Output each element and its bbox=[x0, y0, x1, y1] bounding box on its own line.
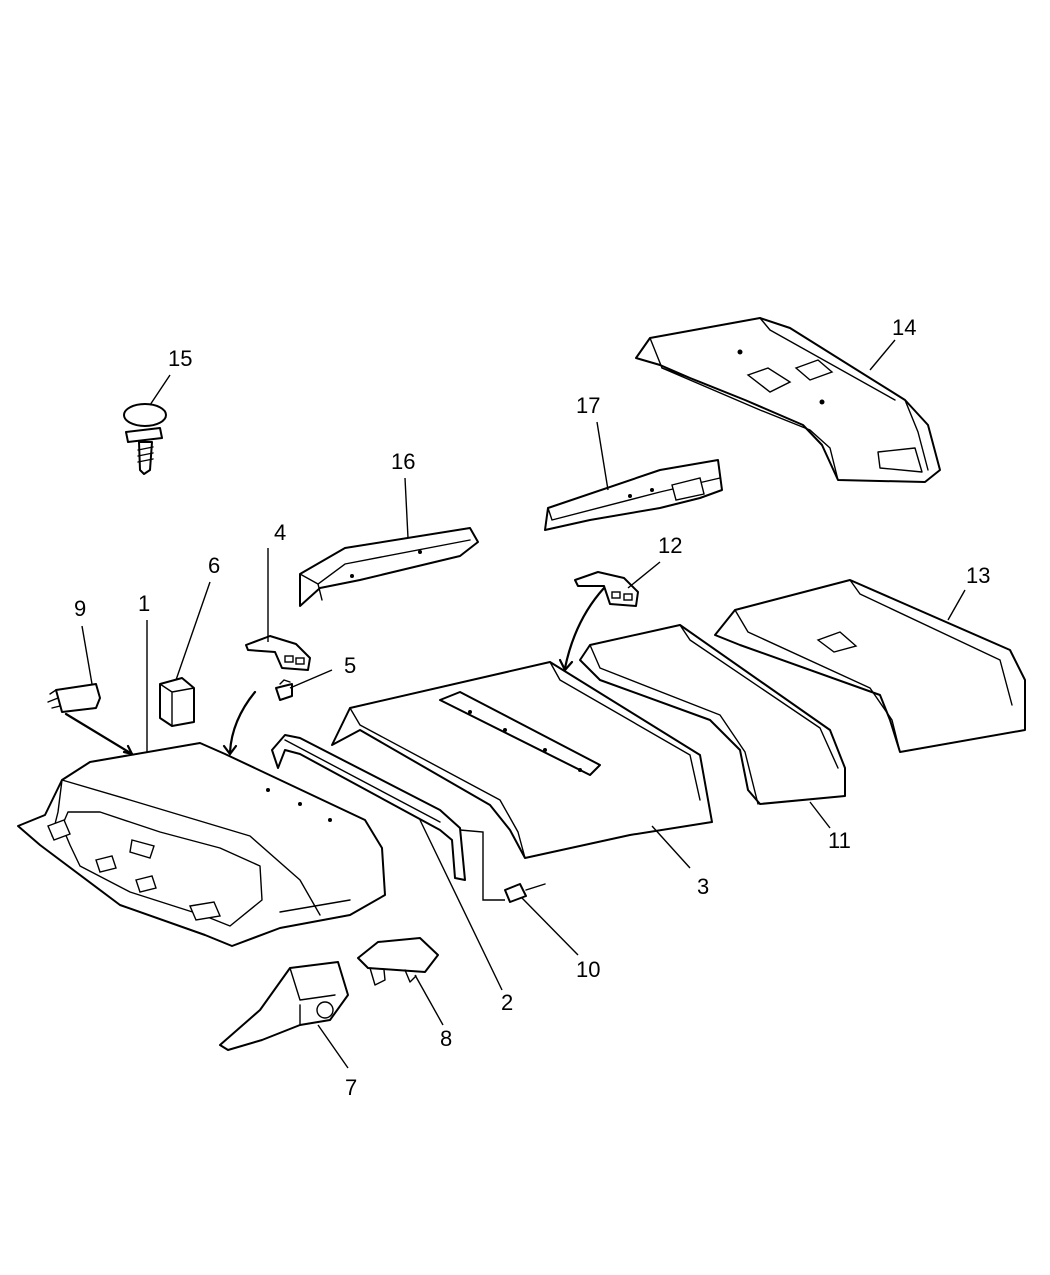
callout-10: 10 bbox=[576, 957, 600, 982]
part-14-rear-headliner bbox=[635, 317, 941, 483]
part-10-plug bbox=[504, 883, 546, 903]
callout-5: 5 bbox=[344, 653, 356, 678]
part-9-clip bbox=[47, 683, 101, 713]
part-3-center-headliner bbox=[331, 661, 713, 859]
part-1-front-headliner bbox=[17, 742, 386, 947]
part-6-block bbox=[159, 677, 195, 727]
part-4-bracket bbox=[245, 635, 311, 671]
callout-3: 3 bbox=[697, 874, 709, 899]
part-11-headliner bbox=[579, 624, 846, 805]
callout-4: 4 bbox=[274, 520, 286, 545]
part-5-clip bbox=[275, 679, 293, 701]
part-8-cover bbox=[357, 937, 439, 986]
part-15-push-pin-screw bbox=[123, 403, 167, 475]
callout-12: 12 bbox=[658, 533, 682, 558]
leader-lines bbox=[81, 339, 966, 1069]
part-7-bracket bbox=[219, 961, 349, 1051]
callout-2: 2 bbox=[501, 990, 513, 1015]
callout-8: 8 bbox=[440, 1026, 452, 1051]
part-12-bracket bbox=[574, 571, 639, 607]
part-2-channel bbox=[271, 734, 466, 881]
callout-11: 11 bbox=[828, 828, 851, 853]
callout-14: 14 bbox=[892, 315, 916, 340]
callout-13: 13 bbox=[966, 563, 990, 588]
callout-6: 6 bbox=[208, 553, 220, 578]
callout-7: 7 bbox=[345, 1075, 357, 1100]
callout-17: 17 bbox=[576, 393, 600, 418]
callout-1: 1 bbox=[138, 591, 150, 616]
callout-15: 15 bbox=[168, 346, 192, 371]
part-16-rail bbox=[299, 527, 479, 607]
callout-16: 16 bbox=[391, 449, 415, 474]
part-13-headliner bbox=[714, 579, 1026, 753]
part-17-rail bbox=[544, 459, 723, 531]
assembly-arrows bbox=[64, 586, 606, 756]
callout-labels: 1 2 3 4 5 6 7 8 9 10 11 12 13 14 15 16 1… bbox=[74, 315, 990, 1100]
callout-9: 9 bbox=[74, 596, 86, 621]
